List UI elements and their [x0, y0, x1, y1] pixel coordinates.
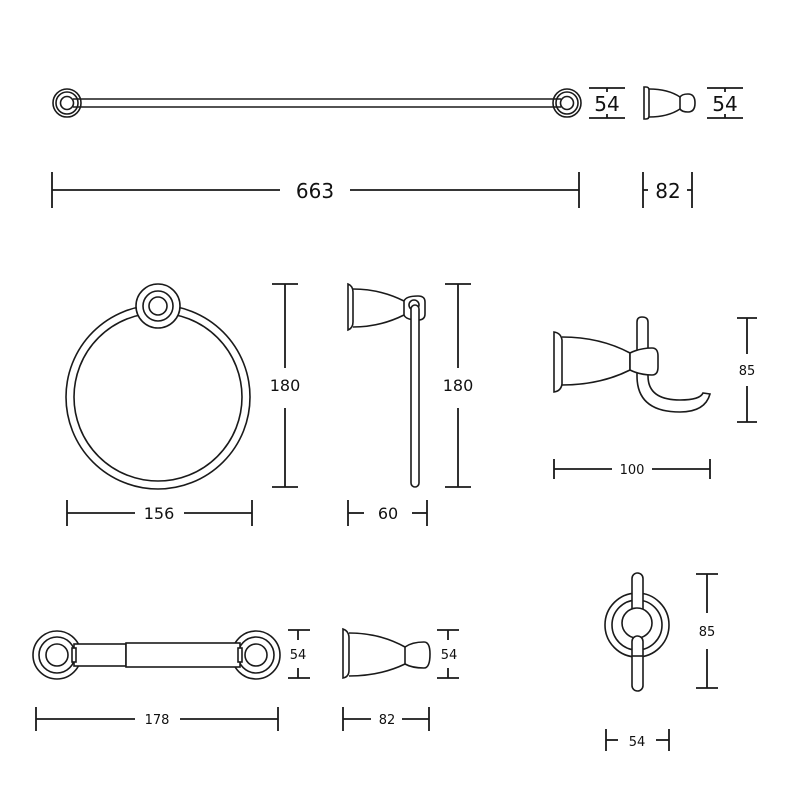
towel-bar-side-height-label: 54	[712, 92, 737, 116]
towel-bar-projection-dim: 82	[642, 172, 693, 208]
towel-bar-length-dim: 663	[51, 172, 580, 208]
toilet-paper-holder-length-dim: 178	[35, 707, 279, 731]
robe-hook-front-height-label: 85	[699, 625, 716, 640]
toilet-paper-holder-side-height-dim: 54	[437, 629, 459, 679]
hand-towel-bar-height-label: 180	[443, 376, 474, 395]
hand-towel-bar-depth-dim: 60	[347, 500, 428, 526]
toilet-paper-holder-side-height-label: 54	[441, 648, 458, 663]
toilet-paper-holder-length-label: 178	[145, 713, 170, 728]
robe-hook-front-height-dim: 85	[696, 573, 718, 689]
towel-ring-width-dim: 156	[66, 500, 253, 526]
hand-towel-bar-height-dim: 180	[443, 283, 474, 488]
robe-hook-side-drawing	[553, 316, 712, 413]
towel-bar-post-side-view	[643, 86, 696, 120]
towel-bar-drawing	[52, 88, 582, 118]
towel-bar-projection-label: 82	[655, 179, 680, 203]
towel-ring-drawing	[65, 283, 251, 490]
toilet-paper-holder-depth-dim: 82	[342, 707, 430, 731]
toilet-paper-holder-post-side-view	[342, 627, 431, 679]
robe-hook-side-height-label: 85	[739, 364, 756, 379]
towel-ring-width-label: 156	[144, 504, 175, 523]
robe-hook-front-width-label: 54	[629, 735, 646, 750]
robe-hook-side-depth-label: 100	[620, 463, 645, 478]
toilet-paper-holder-height-dim: 54	[288, 629, 310, 679]
robe-hook-side-depth-dim: 100	[553, 459, 711, 479]
towel-ring-height-dim: 180	[270, 283, 301, 488]
toilet-paper-holder-height-label: 54	[290, 648, 307, 663]
hand-towel-bar-depth-label: 60	[378, 504, 398, 523]
towel-bar-post-diameter-dim: 54	[589, 87, 625, 119]
toilet-paper-holder-depth-label: 82	[379, 713, 396, 728]
robe-hook-front-width-dim: 54	[605, 729, 670, 751]
toilet-paper-holder-drawing	[32, 630, 281, 680]
towel-ring-height-label: 180	[270, 376, 301, 395]
towel-bar-side-height-dim: 54	[707, 87, 743, 119]
robe-hook-side-height-dim: 85	[737, 317, 757, 423]
hand-towel-bar-drawing	[347, 282, 426, 488]
robe-hook-front-drawing	[604, 572, 670, 692]
towel-bar-post-diameter-label: 54	[594, 92, 619, 116]
towel-bar-length-label: 663	[296, 179, 334, 203]
